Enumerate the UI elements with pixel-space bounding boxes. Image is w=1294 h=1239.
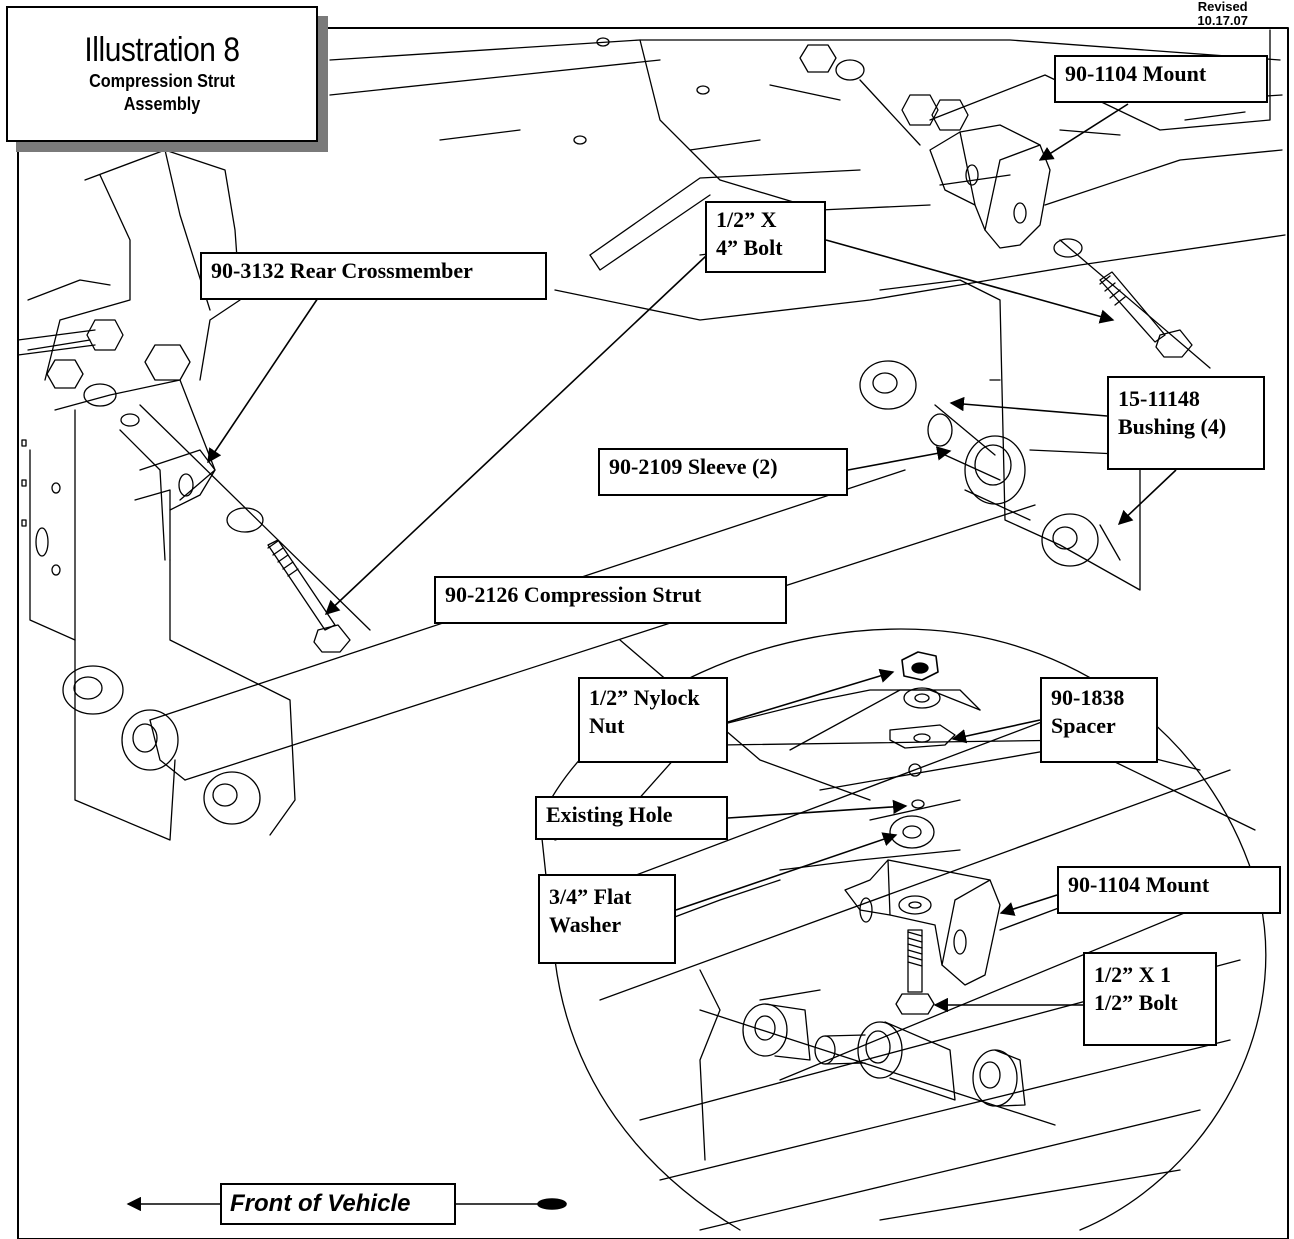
bolt-4in-left — [267, 539, 351, 653]
rear-crossmember-assembly — [17, 149, 296, 841]
callout-text: 1/2” X 1 — [1094, 962, 1171, 987]
callout-mount-detail: 90-1104 Mount — [1057, 866, 1281, 914]
callout-bushing: 15-11148 Bushing (4) — [1107, 376, 1265, 470]
leader-bolt-4in-right — [825, 239, 1115, 324]
subtitle-line-2: Assembly — [123, 94, 201, 114]
callout-sleeve: 90-2109 Sleeve (2) — [598, 448, 848, 496]
callout-text: 90-1104 Mount — [1068, 872, 1210, 897]
callout-rear-crossmember: 90-3132 Rear Crossmember — [200, 252, 547, 300]
callout-spacer: 90-1838 Spacer — [1040, 677, 1158, 763]
illustration-title: Illustration 8 — [84, 31, 240, 69]
leader-bushing-upper — [949, 396, 1108, 417]
callout-nylock-nut: 1/2” Nylock Nut — [578, 677, 728, 763]
callout-text: 4” Bolt — [716, 235, 783, 260]
compression-strut — [62, 469, 1036, 825]
callout-text: 1/2” X — [716, 207, 777, 232]
page-frame — [17, 27, 1289, 1239]
leader-bolt-4in-left — [324, 255, 707, 615]
callout-text: 90-2126 Compression Strut — [445, 582, 702, 607]
revision-date: 10.17.07 — [1197, 13, 1248, 28]
callout-text: 90-1104 Mount — [1065, 61, 1207, 86]
callout-text: Washer — [549, 912, 622, 937]
top-mount-bracket — [799, 44, 1051, 249]
callout-text: Nut — [589, 713, 625, 738]
leader-flat-washer — [675, 832, 898, 911]
detail-hardware — [699, 651, 1056, 1126]
bolt-axis-left — [139, 404, 371, 631]
leader-spacer — [951, 719, 1041, 744]
leader-sleeve — [847, 446, 952, 471]
callout-existing-hole: Existing Hole — [535, 796, 728, 840]
washer-left — [226, 507, 264, 533]
illustration-subtitle: Compression Strut Assembly — [23, 70, 300, 116]
callout-text: 90-2109 Sleeve (2) — [609, 454, 778, 479]
revision-note: Revised 10.17.07 — [1197, 0, 1248, 28]
callout-text: 90-3132 Rear Crossmember — [211, 258, 473, 283]
callout-flat-washer: 3/4” Flat Washer — [538, 874, 676, 964]
callout-text: 90-1838 — [1051, 685, 1125, 710]
callout-text: 3/4” Flat — [549, 884, 632, 909]
leader-existing-hole — [727, 799, 908, 819]
callout-text: 1/2” Bolt — [1094, 990, 1178, 1015]
leader-mount-top — [1038, 103, 1129, 161]
leader-lines — [207, 103, 1177, 1013]
callout-text: 1/2” Nylock — [589, 685, 700, 710]
title-box: Illustration 8 Compression Strut Assembl… — [6, 6, 318, 142]
front-of-vehicle-label: Front of Vehicle — [220, 1183, 456, 1225]
callout-bolt-1-5in: 1/2” X 1 1/2” Bolt — [1083, 952, 1217, 1046]
detail-mount — [844, 859, 1001, 986]
callout-text: Spacer — [1051, 713, 1116, 738]
callout-compression-strut: 90-2126 Compression Strut — [434, 576, 787, 624]
callout-text: Existing Hole — [546, 802, 673, 827]
callout-text: 15-11148 — [1118, 386, 1200, 411]
revision-label: Revised — [1197, 0, 1248, 14]
right-strut-end — [859, 238, 1211, 591]
subtitle-line-1: Compression Strut — [89, 71, 235, 91]
callout-text: Bushing (4) — [1118, 414, 1227, 439]
callout-bolt-4in: 1/2” X 4” Bolt — [705, 201, 826, 273]
chassis-floor-pan — [329, 29, 1286, 321]
leader-mount-detail — [999, 894, 1058, 916]
callout-mount-top: 90-1104 Mount — [1054, 55, 1268, 103]
leader-rear-crossmember — [207, 297, 319, 464]
leader-bushing-lower — [1117, 469, 1177, 525]
leader-nylock-nut — [727, 668, 895, 723]
front-direction-arrow — [126, 1196, 567, 1212]
